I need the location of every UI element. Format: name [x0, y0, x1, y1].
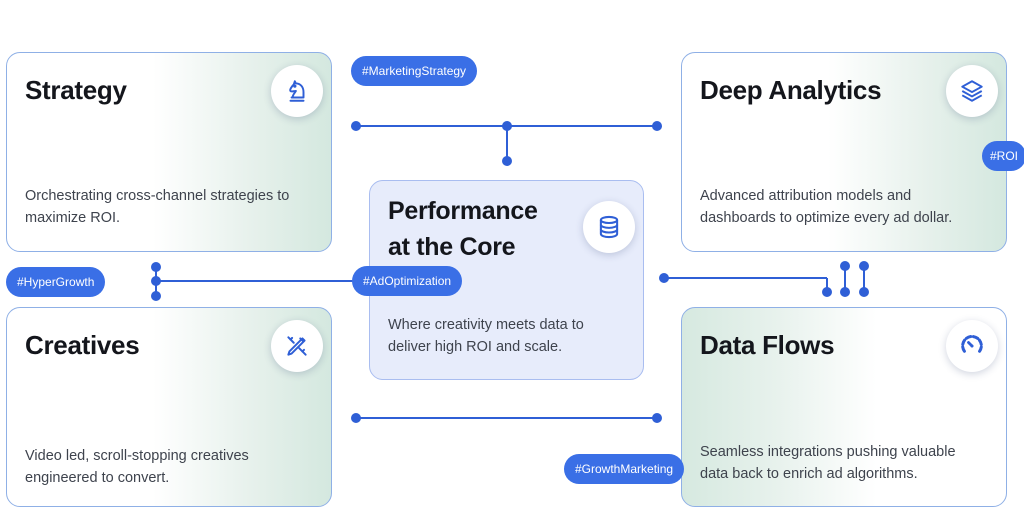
connector-dot [840, 261, 850, 271]
database-icon [583, 201, 635, 253]
connector-dot [822, 287, 832, 297]
performance-desc-line: deliver high ROI and scale. [388, 339, 563, 355]
connector-dot [151, 291, 161, 301]
creatives-desc-line: Video led, scroll-stopping creatives [25, 448, 249, 464]
strategy-desc-line: maximize ROI. [25, 210, 121, 226]
strategy-description: Orchestrating cross-channel strategies t… [25, 185, 289, 229]
connector-dot [351, 413, 361, 423]
connector-dot [652, 413, 662, 423]
deep-analytics-title: Deep Analytics [700, 75, 882, 105]
connector-dot [659, 273, 669, 283]
strategy-card: Strategy Orchestrating cross-channel str… [6, 52, 332, 252]
data-flows-card: Data Flows Seamless integrations pushing… [681, 307, 1007, 507]
pencil-ruler-icon [271, 320, 323, 372]
performance-desc-line: Where creativity meets data to [388, 317, 584, 333]
tag-roi[interactable]: #ROI [982, 141, 1024, 171]
connector-dot [859, 261, 869, 271]
connector-dot [502, 121, 512, 131]
data-flows-title: Data Flows [700, 330, 835, 360]
chess-knight-icon [271, 65, 323, 117]
data-flows-description: Seamless integrations pushing valuable d… [700, 441, 956, 485]
performance-title: Performance at the Core [388, 193, 588, 265]
layers-icon [946, 65, 998, 117]
connector-dot [502, 156, 512, 166]
deep-analytics-card: Deep Analytics Advanced attribution mode… [681, 52, 1007, 252]
data-flows-desc-line: Seamless integrations pushing valuable [700, 444, 956, 460]
performance-description: Where creativity meets data to deliver h… [388, 314, 584, 358]
connector-dot [840, 287, 850, 297]
data-flows-desc-line: data back to enrich ad algorithms. [700, 466, 918, 482]
connector-dot [151, 276, 161, 286]
connector-dot [151, 262, 161, 272]
strategy-desc-line: Orchestrating cross-channel strategies t… [25, 188, 290, 204]
creatives-title: Creatives [25, 330, 140, 360]
connector-dot [859, 287, 869, 297]
connector-dot [652, 121, 662, 131]
gauge-icon [946, 320, 998, 372]
performance-title-line: Performance [388, 197, 538, 225]
connector-dot [351, 121, 361, 131]
deep-analytics-desc-line: Advanced attribution models and [700, 188, 912, 204]
tag-hyper-growth[interactable]: #HyperGrowth [6, 267, 106, 297]
creatives-card: Creatives Video led, scroll-stopping cre… [6, 307, 332, 507]
tag-marketing-strategy[interactable]: #MarketingStrategy [351, 56, 478, 86]
creatives-description: Video led, scroll-stopping creatives eng… [25, 445, 249, 489]
deep-analytics-desc-line: dashboards to optimize every ad dollar. [700, 210, 953, 226]
strategy-title: Strategy [25, 75, 127, 105]
tag-growth-marketing[interactable]: #GrowthMarketing [564, 454, 685, 484]
creatives-desc-line: engineered to convert. [25, 470, 170, 486]
deep-analytics-description: Advanced attribution models and dashboar… [700, 185, 952, 229]
tag-ad-optimization[interactable]: #AdOptimization [352, 266, 463, 296]
performance-title-line: at the Core [388, 233, 516, 261]
